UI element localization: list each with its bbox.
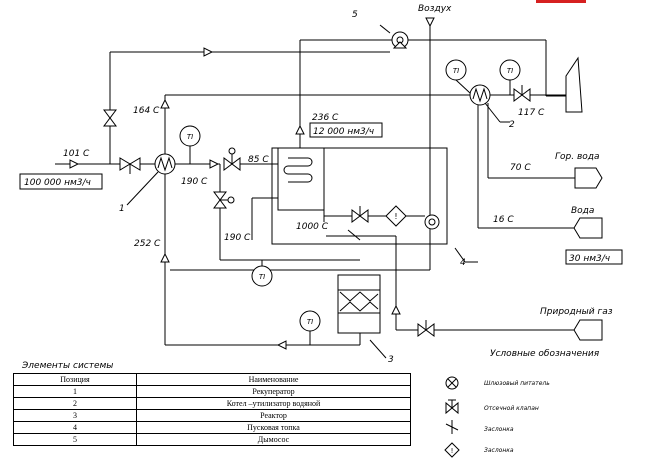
table-row: 4 Пусковая топка <box>13 421 411 434</box>
damper-icon <box>444 442 460 458</box>
label-flow-gas: 100 000 нм3/ч <box>24 178 91 188</box>
legend-shutoff-valve: Отсечной клапан <box>484 405 539 412</box>
natural-gas-inlet-icon <box>573 319 603 341</box>
shutoff-valve-icon <box>351 209 361 223</box>
svg-text:!: ! <box>451 447 454 455</box>
label-t-85: 85 С <box>248 155 269 165</box>
filter-icon <box>385 205 407 227</box>
legend-damper: Заслонка <box>484 426 514 433</box>
label-hot-water: Гор. вода <box>555 152 600 162</box>
ti-label: TI <box>507 67 513 75</box>
svg-text:!: ! <box>394 212 397 221</box>
legend-lock-feeder: Шлюзовый питатель <box>484 380 550 387</box>
label-t-101: 101 С <box>63 149 90 159</box>
arrow-down-icon <box>425 17 435 28</box>
shutoff-valve-icon <box>213 191 227 201</box>
shutoff-valve-icon <box>513 88 523 102</box>
startup-furnace-box <box>271 147 448 245</box>
table-header-position: Позиция <box>13 373 137 386</box>
ti-label: TI <box>259 273 265 281</box>
shutoff-valve-icon <box>417 323 427 337</box>
label-t-190a: 190 С <box>181 177 208 187</box>
hot-water-outlet-icon <box>574 167 603 189</box>
ti-label: TI <box>453 67 459 75</box>
flow-box-30 <box>565 249 623 265</box>
label-water: Вода <box>571 206 594 216</box>
table-title: Элементы системы <box>22 361 114 371</box>
table-cell-position: 2 <box>13 397 137 410</box>
table-row: 5 Дымосос <box>13 433 411 446</box>
shutoff-valve-icon <box>223 157 233 171</box>
table-row: 2 Котел –утилизатор водяной <box>13 397 411 410</box>
shutoff-valve-icon <box>445 401 453 415</box>
damper-icon <box>347 229 361 241</box>
temperature-indicator-icon <box>179 125 201 147</box>
table-header-name: Наименование <box>136 373 411 386</box>
label-t-164: 164 С <box>133 106 160 116</box>
callout-4: 4 <box>460 258 466 268</box>
label-t-117: 117 С <box>518 108 545 118</box>
label-natural-gas: Природный газ <box>540 307 613 317</box>
reactor-icon <box>337 274 381 334</box>
burner-fan-icon <box>424 214 440 230</box>
temperature-indicator-icon <box>445 59 467 81</box>
legend-heading: Условные обозначения <box>490 349 600 359</box>
callout-1: 1 <box>119 204 125 214</box>
callout-1-leader <box>126 171 159 206</box>
red-marker <box>536 0 586 3</box>
flow-box-gas <box>19 173 103 190</box>
label-t-70: 70 С <box>510 163 531 173</box>
arrow-right-icon <box>203 47 214 57</box>
arrow-right-icon <box>69 159 80 169</box>
label-t-252: 252 С <box>134 239 161 249</box>
stack-icon <box>565 56 583 113</box>
label-air: Воздух <box>418 4 452 14</box>
callout-2: 2 <box>509 120 515 130</box>
arrow-up-icon <box>160 252 170 263</box>
table-cell-position: 5 <box>13 433 137 446</box>
table-row: 1 Рекуператор <box>13 385 411 398</box>
table-cell-position: 4 <box>13 421 137 434</box>
shutoff-valve-icon <box>119 157 131 171</box>
label-t-190b: 190 С <box>224 233 251 243</box>
callout-3-leader <box>369 339 387 359</box>
arrow-up-icon <box>295 124 305 135</box>
table-cell-position: 3 <box>13 409 137 422</box>
ti-label: TI <box>187 133 193 141</box>
legend-damper-2: Заслонка <box>484 447 514 454</box>
callout-4-leader <box>454 247 466 263</box>
flow-box-12000 <box>309 122 383 138</box>
table-cell-name: Дымосос <box>136 433 411 446</box>
arrow-up-icon <box>160 98 170 109</box>
water-inlet-icon <box>573 217 603 239</box>
label-t-16: 16 С <box>493 215 514 225</box>
boiler-icon <box>277 147 325 211</box>
label-t-1000: 1000 С <box>296 222 329 232</box>
table-row: 3 Реактор <box>13 409 411 422</box>
arrow-left-icon <box>276 340 287 350</box>
table-cell-name: Рекуператор <box>136 385 411 398</box>
temperature-indicator-icon <box>251 265 273 287</box>
elements-table: Позиция Наименование 1 Рекуператор 2 Кот… <box>13 373 411 446</box>
table-cell-position: 1 <box>13 385 137 398</box>
callout-5: 5 <box>352 10 358 20</box>
callout-3: 3 <box>388 355 394 365</box>
shutoff-valve-icon <box>103 109 117 119</box>
label-flow-30: 30 нм3/ч <box>569 254 610 264</box>
table-cell-name: Пусковая топка <box>136 421 411 434</box>
label-flow-12000: 12 000 нм3/ч <box>313 127 374 137</box>
table-cell-name: Котел –утилизатор водяной <box>136 397 411 410</box>
callout-2-leader <box>484 102 501 123</box>
label-t-236: 236 С <box>312 113 339 123</box>
table-cell-name: Реактор <box>136 409 411 422</box>
ti-label: TI <box>307 318 313 326</box>
